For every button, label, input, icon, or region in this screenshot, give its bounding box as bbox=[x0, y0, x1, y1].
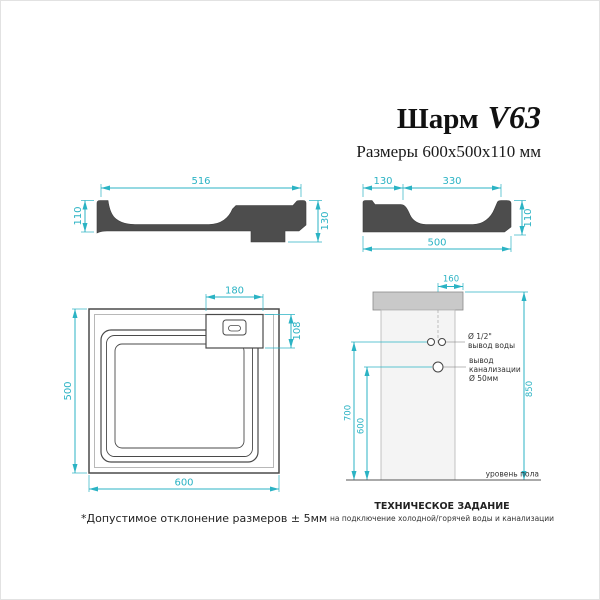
bowl-mid-edge bbox=[106, 335, 253, 457]
front-section-profile bbox=[96, 200, 307, 243]
drain-outlet bbox=[432, 361, 444, 373]
faucet-slot bbox=[228, 325, 241, 332]
pedestal bbox=[380, 309, 456, 481]
install-dim-total-height: 850 bbox=[525, 381, 535, 397]
product-title: Шарм V63 bbox=[397, 99, 541, 135]
plan-dim-depth: 500 bbox=[63, 381, 74, 400]
front-dim-height-left: 110 bbox=[73, 206, 84, 225]
plan-dim-platform-depth: 108 bbox=[292, 321, 303, 340]
plan-inner-rim bbox=[94, 314, 274, 468]
sink-slab bbox=[372, 291, 464, 311]
dimensions-subtitle: Размеры 600x500x110 мм bbox=[356, 142, 541, 161]
side-dim-height: 110 bbox=[523, 208, 534, 227]
faucet-hole bbox=[222, 319, 247, 336]
drain-label-1: вывод bbox=[469, 356, 494, 365]
side-dim-deck: 130 bbox=[373, 176, 392, 187]
floor-label: уровень пола bbox=[486, 470, 539, 479]
bowl-bottom-edge bbox=[114, 343, 245, 449]
installation-view: 160 Ø 1/2" вывод воды вывод канализации … bbox=[330, 275, 554, 524]
product-name: Шарм bbox=[397, 103, 479, 135]
plan-view: 180 108 500 600 bbox=[63, 286, 303, 492]
side-dim-depth: 500 bbox=[427, 238, 446, 249]
drain-label-2: канализации bbox=[469, 365, 521, 374]
install-dim-drain-height: 600 bbox=[357, 418, 367, 434]
tolerance-note: *Допустимое отклонение размеров ± 5мм bbox=[81, 512, 327, 525]
plan-dim-platform-width: 180 bbox=[225, 286, 244, 297]
front-dim-height-right: 130 bbox=[320, 211, 331, 230]
drain-label-3: Ø 50мм bbox=[469, 374, 498, 383]
bowl-outer-edge bbox=[100, 329, 259, 463]
side-section-profile bbox=[362, 200, 512, 233]
plan-dim-width: 600 bbox=[174, 478, 193, 489]
install-dim-offset: 160 bbox=[443, 275, 459, 285]
water-outlet-right bbox=[438, 338, 446, 346]
front-dim-width: 516 bbox=[191, 176, 210, 187]
side-view: 130 330 110 500 bbox=[362, 176, 534, 252]
water-label-text: вывод воды bbox=[468, 341, 515, 350]
side-dim-bowl: 330 bbox=[442, 176, 461, 187]
install-caption-title: ТЕХНИЧЕСКОЕ ЗАДАНИЕ bbox=[374, 501, 509, 512]
water-outlet-left bbox=[427, 338, 435, 346]
install-dim-water-height: 700 bbox=[344, 405, 354, 421]
water-label-size: Ø 1/2" bbox=[468, 332, 492, 341]
install-caption-text: на подключение холодной/горячей воды и к… bbox=[330, 514, 554, 523]
product-model: V63 bbox=[488, 99, 541, 135]
front-view: 516 110 130 bbox=[73, 176, 331, 243]
